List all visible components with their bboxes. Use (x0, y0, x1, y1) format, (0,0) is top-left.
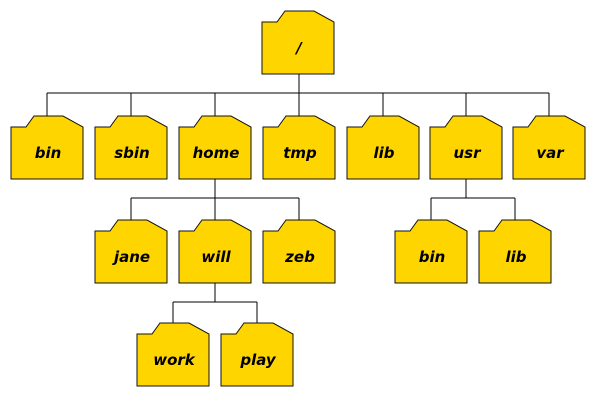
folder-bin[interactable]: bin (10, 115, 84, 180)
folder-icon (178, 219, 252, 284)
folder-label: play (239, 351, 277, 369)
folder-label: work (153, 351, 196, 369)
folder-icon (512, 115, 586, 180)
folder-tmp[interactable]: tmp (262, 115, 336, 180)
folder-label: will (201, 248, 231, 266)
folder-label: / (294, 39, 303, 57)
folder-usr[interactable]: usr (429, 115, 503, 180)
folder-var[interactable]: var (512, 115, 586, 180)
folder-icon (394, 219, 468, 284)
folder-usr-lib[interactable]: lib (478, 219, 552, 284)
tree-folders: / bin sbin home tmp lib (10, 10, 586, 387)
folder-will[interactable]: will (178, 219, 252, 284)
folder-label: bin (419, 248, 446, 266)
folder-icon (429, 115, 503, 180)
folder-label: lib (373, 144, 394, 162)
folder-play[interactable]: play (220, 322, 294, 387)
folder-root[interactable]: / (261, 10, 335, 75)
folder-icon (346, 115, 420, 180)
folder-label: lib (505, 248, 526, 266)
folder-label: zeb (284, 248, 315, 266)
folder-usr-bin[interactable]: bin (394, 219, 468, 284)
folder-label: var (536, 144, 565, 162)
folder-icon (94, 115, 168, 180)
folder-label: bin (35, 144, 62, 162)
folder-zeb[interactable]: zeb (262, 219, 336, 284)
folder-icon (178, 115, 252, 180)
folder-lib[interactable]: lib (346, 115, 420, 180)
folder-icon (94, 219, 168, 284)
folder-icon (10, 115, 84, 180)
folder-icon (220, 322, 294, 387)
folder-label: home (193, 144, 240, 162)
folder-label: sbin (114, 144, 150, 162)
folder-work[interactable]: work (136, 322, 210, 387)
folder-icon (262, 219, 336, 284)
folder-label: tmp (283, 144, 317, 162)
tree-connectors (46, 74, 550, 323)
folder-label: jane (112, 248, 150, 266)
folder-icon (136, 322, 210, 387)
folder-icon (261, 10, 335, 75)
folder-jane[interactable]: jane (94, 219, 168, 284)
folder-icon (262, 115, 336, 180)
folder-icon (478, 219, 552, 284)
folder-label: usr (453, 144, 482, 162)
folder-home[interactable]: home (178, 115, 252, 180)
folder-sbin[interactable]: sbin (94, 115, 168, 180)
